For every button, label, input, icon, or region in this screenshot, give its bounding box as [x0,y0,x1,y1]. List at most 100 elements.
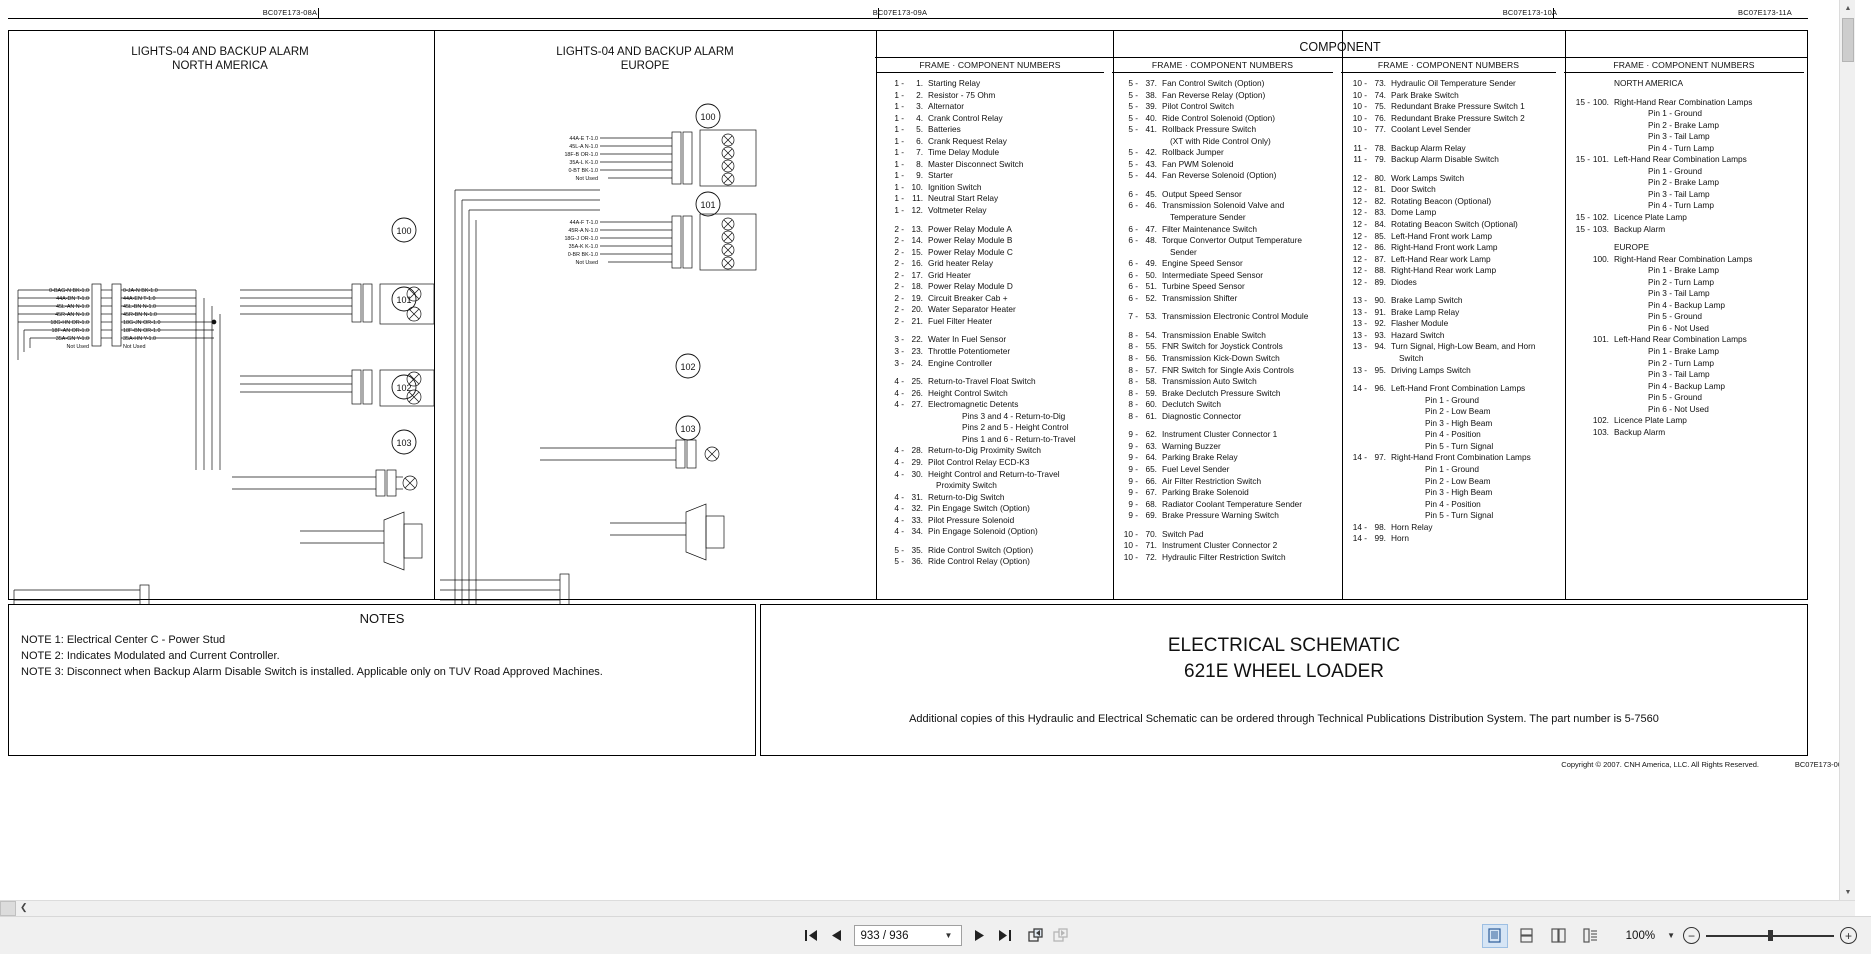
component-number: 65. [1145,463,1157,474]
component-name: Grid heater Relay [928,258,994,269]
component-number: 99. [1374,533,1386,544]
previous-view-button[interactable] [1025,924,1047,948]
zoom-slider-knob[interactable] [1768,930,1773,941]
last-page-button[interactable] [994,924,1016,948]
component-col-rule-2 [1112,72,1333,74]
document-canvas[interactable]: BC07E173-08A BC07E173-09A BC07E173-10A B… [0,0,1855,900]
component-frame-number: 2 - [894,304,904,315]
component-list-item: 2 -19.Circuit Breaker Cab + [880,293,1102,305]
scroll-up-arrow[interactable]: ▲ [1840,0,1855,16]
component-frame-number: 10 - [1352,101,1367,112]
component-name: Pin Engage Switch (Option) [928,503,1030,514]
component-number: 72. [1145,551,1157,562]
component-name: Turn Signal, High-Low Beam, and Horn [1391,341,1536,352]
sheet-id-08a: BC07E173-08A [262,8,318,17]
view-single-page-button[interactable] [1481,923,1508,948]
component-name: Backup Alarm [1614,426,1666,437]
component-number: 12. [911,205,923,216]
view-two-up-continuous-button[interactable] [1578,924,1604,948]
page-number-field[interactable]: ▼ [853,925,962,946]
scroll-down-arrow[interactable]: ▼ [1840,884,1855,900]
previous-page-button[interactable] [825,924,847,948]
horizontal-scrollbar[interactable]: ❮ [0,900,1855,916]
next-page-button[interactable] [969,924,991,948]
component-frame-number: 1 - [894,124,904,135]
component-number: 55. [1145,341,1157,352]
scroll-left-arrow[interactable]: ❮ [20,902,28,912]
component-sub-line: Pin 5 - Turn Signal [1343,510,1555,522]
wire-label: 35A-GN Y-1.0 [56,336,89,342]
component-number: 60. [1145,399,1157,410]
wire-label: 44A-EN T-1.0 [123,296,156,302]
component-frame-number: 9 - [1128,429,1138,440]
component-number: 26. [911,387,923,398]
component-list-item: 9 -67.Parking Brake Solenoid [1114,487,1332,499]
zoom-out-button[interactable]: − [1683,927,1700,944]
component-col-rule-3 [1341,72,1556,74]
wire-label: 45R-BN N-1.0 [123,312,157,318]
component-sub-line: Pin 2 - Brake Lamp [1566,177,1804,189]
component-number: 102. [1592,212,1609,223]
component-name: Pin 3 - Tail Lamp [1648,288,1710,299]
component-heading-rule [875,57,1808,59]
component-name: Water Separator Heater [928,304,1016,315]
component-frame-number: 14 - [1352,533,1367,544]
component-name: Transmission Enable Switch [1162,329,1266,340]
component-frame-number: 6 - [1128,223,1138,234]
horizontal-scroll-thumb[interactable] [0,901,16,916]
zoom-slider[interactable] [1706,926,1834,946]
component-number: 43. [1145,158,1157,169]
component-name: Transmission Shifter [1162,292,1238,303]
component-frame-number: 12 - [1352,230,1367,241]
component-frame-number: 8 - [1128,353,1138,364]
view-two-up-button[interactable] [1546,924,1572,948]
component-number: 27. [911,399,923,410]
sheet-id-11a: BC07E173-11A [1738,8,1792,17]
component-name: Warning Buzzer [1162,440,1221,451]
component-list-item: 12 -87.Left-Hand Rear work Lamp [1343,254,1555,266]
component-frame-number: 6 - [1128,188,1138,199]
component-number: 101. [1592,334,1609,345]
component-list-item: 6 -51.Turbine Speed Sensor [1114,281,1332,293]
component-sub-line: Pin 1 - Ground [1343,464,1555,476]
first-page-button[interactable] [800,924,822,948]
vertical-scroll-thumb[interactable] [1842,18,1854,62]
component-frame-number: 1 - [894,89,904,100]
component-sub-line: Pin 6 - Not Used [1566,404,1804,416]
component-frame-number: 5 - [894,556,904,567]
component-name: FNR Switch for Single Axis Controls [1162,364,1294,375]
component-list-item: 100.Right-Hand Rear Combination Lamps [1566,254,1804,266]
component-list-item: 8 -61.Diagnostic Connector [1114,411,1332,423]
component-number: 28. [911,445,923,456]
component-number: 51. [1145,281,1157,292]
component-list-item: 9 -68.Radiator Coolant Temperature Sende… [1114,499,1332,511]
component-name: Pin 1 - Brake Lamp [1648,346,1720,357]
zoom-dropdown-caret-icon[interactable]: ▼ [1667,931,1675,940]
component-number: 32. [911,503,923,514]
sheet-tick [1553,8,1554,19]
component-name: Declutch Switch [1162,399,1222,410]
component-name: FNR Switch for Joystick Controls [1162,341,1283,352]
component-number: 100. [1592,253,1609,264]
component-name: Throttle Potentiometer [928,346,1011,357]
vertical-scrollbar[interactable]: ▲ ▼ [1839,0,1855,900]
title-block: ELECTRICAL SCHEMATIC 621E WHEEL LOADER A… [760,604,1808,756]
view-continuous-button[interactable] [1514,924,1540,948]
component-name: Pin 3 - Tail Lamp [1648,188,1710,199]
component-number: 49. [1145,258,1157,269]
component-frame-number: 2 - [894,258,904,269]
component-frame-number: 10 - [1352,89,1367,100]
component-number: 78. [1374,142,1386,153]
component-frame-number: 13 - [1352,341,1367,352]
note-item: NOTE 3: Disconnect when Backup Alarm Dis… [21,666,603,678]
chevron-down-icon[interactable]: ▼ [944,931,953,940]
next-view-button[interactable] [1050,924,1072,948]
component-number: 25. [911,376,923,387]
component-number: 96. [1374,383,1386,394]
component-name: Pilot Control Switch [1162,101,1234,112]
component-number: 4. [916,112,923,123]
zoom-in-button[interactable]: + [1840,927,1857,944]
component-frame-number: 5 - [1128,170,1138,181]
page-number-input[interactable] [854,926,937,945]
